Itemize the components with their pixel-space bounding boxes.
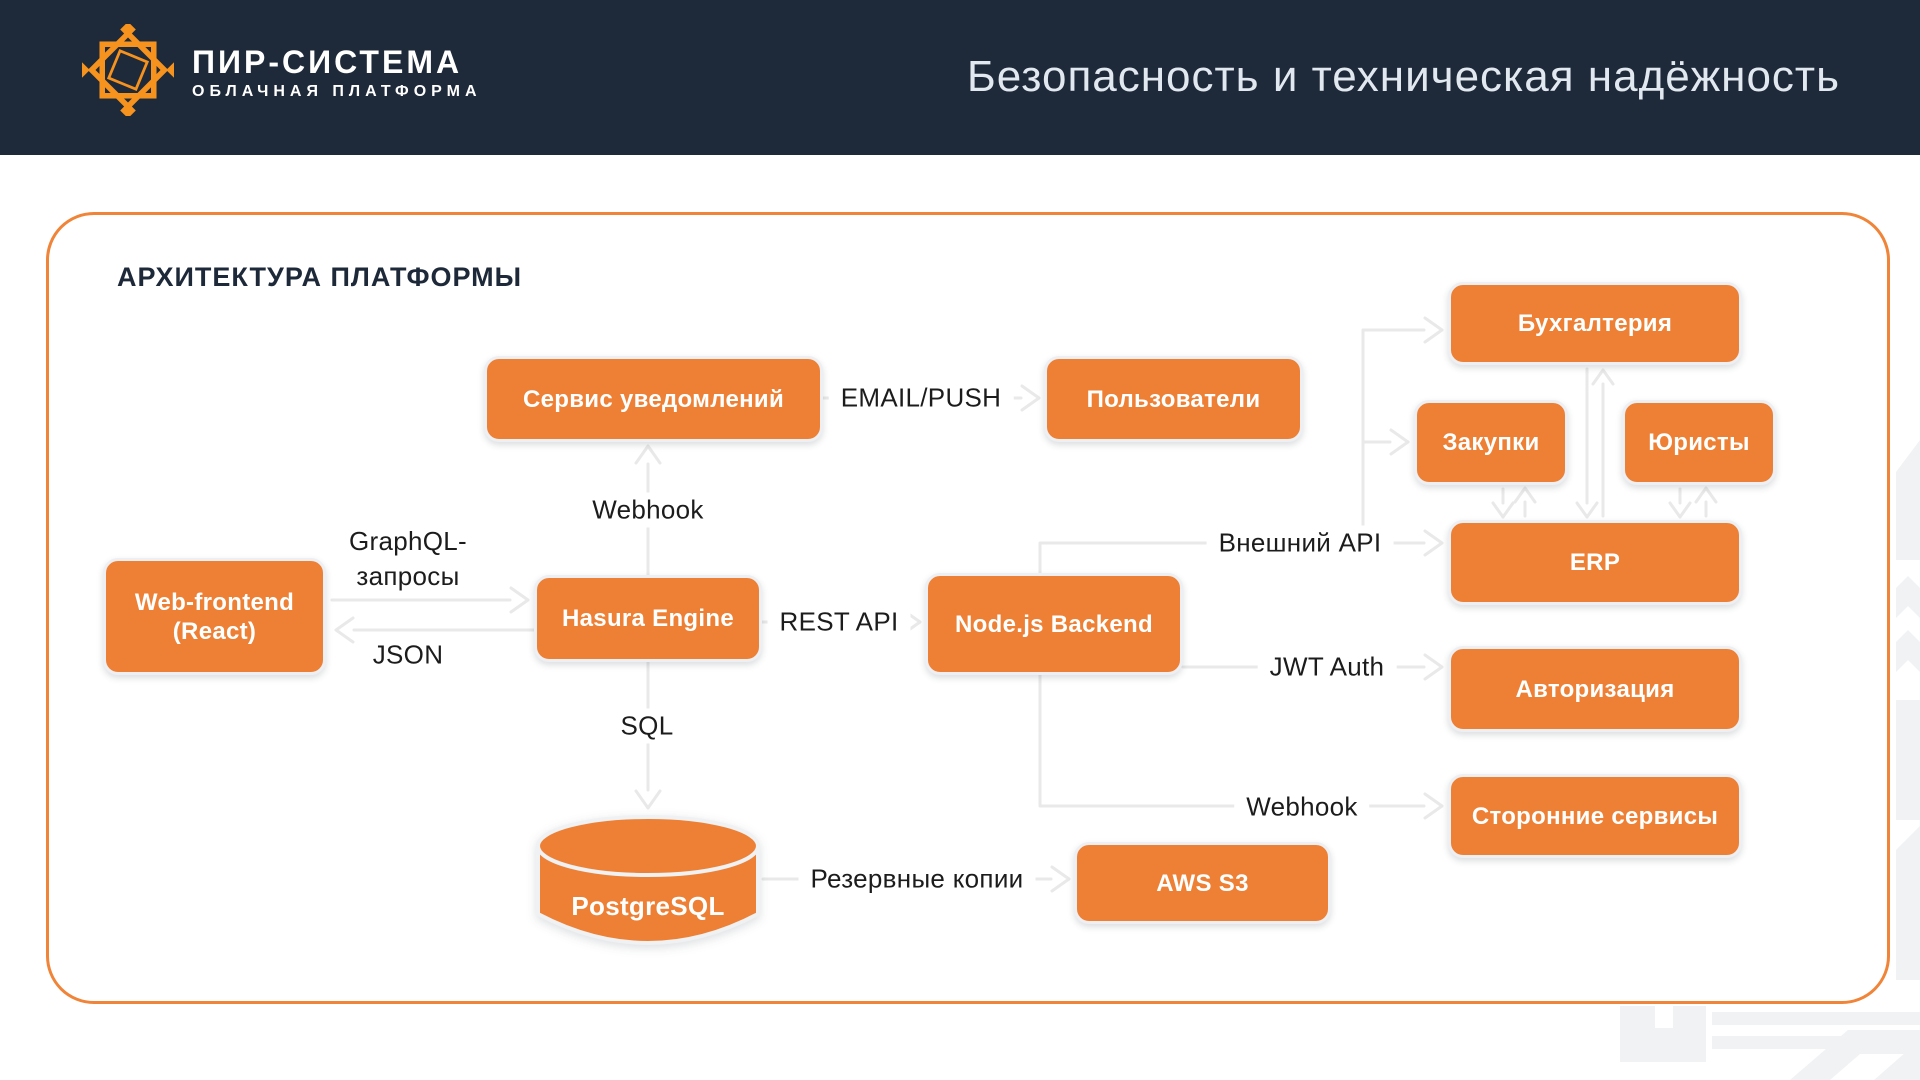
edge-label-rest-api: REST API [767,604,911,640]
node-authorization-label: Авторизация [1515,675,1675,703]
logo-title: ПИР-СИСТЕМА [192,44,463,80]
node-lawyers-label: Юристы [1648,429,1750,456]
edge-label-sql: SQL [608,708,686,744]
node-postgresql: PostgreSQL [533,813,763,950]
right-edge-ornament [1896,440,1920,980]
node-notification-service: Сервис уведомлений [484,356,823,442]
edge-frontend-to-hasura [330,586,530,614]
logo-subtitle: ОБЛАЧНАЯ ПЛАТФОРМА [192,83,482,100]
node-erp-label: ERP [1569,549,1621,576]
node-notifications-label: Сервис уведомлений [522,385,784,413]
node-third-party-label: Сторонние сервисы [1471,802,1719,830]
edge-trunk-to-accounting [1361,316,1444,543]
header-bar: ПИР-СИСТЕМА ОБЛАЧНАЯ ПЛАТФОРМА Безопасно… [0,0,1920,155]
node-procurement: Закупки [1414,400,1568,485]
company-logo-icon [82,24,174,116]
page-title: Безопасность и техническая надёжность [966,52,1840,101]
edge-label-backups: Резервные копии [798,861,1036,897]
node-accounting-label: Бухгалтерия [1517,310,1673,337]
edge-label-external-api: Внешний API [1206,525,1394,561]
edge-accounting-erp-pair [1575,367,1615,519]
node-erp: ERP [1448,520,1742,605]
edge-label-webhook-bottom: Webhook [1234,789,1370,825]
node-postgresql-label: PostgreSQL [571,891,725,921]
edge-label-graphql-line1: GraphQL- [348,526,468,556]
node-web-frontend-label-line2: (React) [172,617,257,645]
node-hasura-engine: Hasura Engine [534,575,762,662]
node-authorization: Авторизация [1448,646,1742,732]
edge-label-graphql-line2: запросы [356,561,460,591]
node-nodejs-backend: Node.js Backend [925,573,1183,675]
node-users-label: Пользователи [1086,385,1261,413]
edge-label-jwt-auth: JWT Auth [1257,649,1397,685]
node-procurement-label: Закупки [1442,429,1540,456]
node-aws-s3-label: AWS S3 [1156,869,1249,897]
company-logo-text: ПИР-СИСТЕМА ОБЛАЧНАЯ ПЛАТФОРМА [192,46,482,101]
database-cylinder-icon [536,815,760,945]
node-web-frontend: Web-frontend (React) [103,558,326,675]
node-accounting: Бухгалтерия [1448,282,1742,365]
edge-label-email-push: EMAIL/PUSH [828,380,1014,416]
edge-hasura-to-frontend [334,616,536,644]
edge-label-webhook-top: Webhook [580,492,716,528]
node-aws-s3: AWS S3 [1074,842,1331,924]
edge-label-json: JSON [360,637,456,673]
node-third-party-services: Сторонние сервисы [1448,774,1742,858]
node-users: Пользователи [1044,356,1303,442]
edge-lawyers-erp-pair [1668,486,1718,519]
bottom-right-ornament [1620,1006,1920,1080]
edge-trunk-to-procurement [1361,428,1410,456]
edge-procurement-erp-pair [1491,486,1537,519]
node-lawyers: Юристы [1622,400,1776,485]
node-nodejs-label: Node.js Backend [955,610,1153,638]
edge-label-graphql: GraphQL- запросы [336,522,480,596]
node-web-frontend-label-line1: Web-frontend [134,588,295,616]
node-hasura-label: Hasura Engine [562,605,734,632]
diagram-heading: АРХИТЕКТУРА ПЛАТФОРМЫ [117,262,523,292]
